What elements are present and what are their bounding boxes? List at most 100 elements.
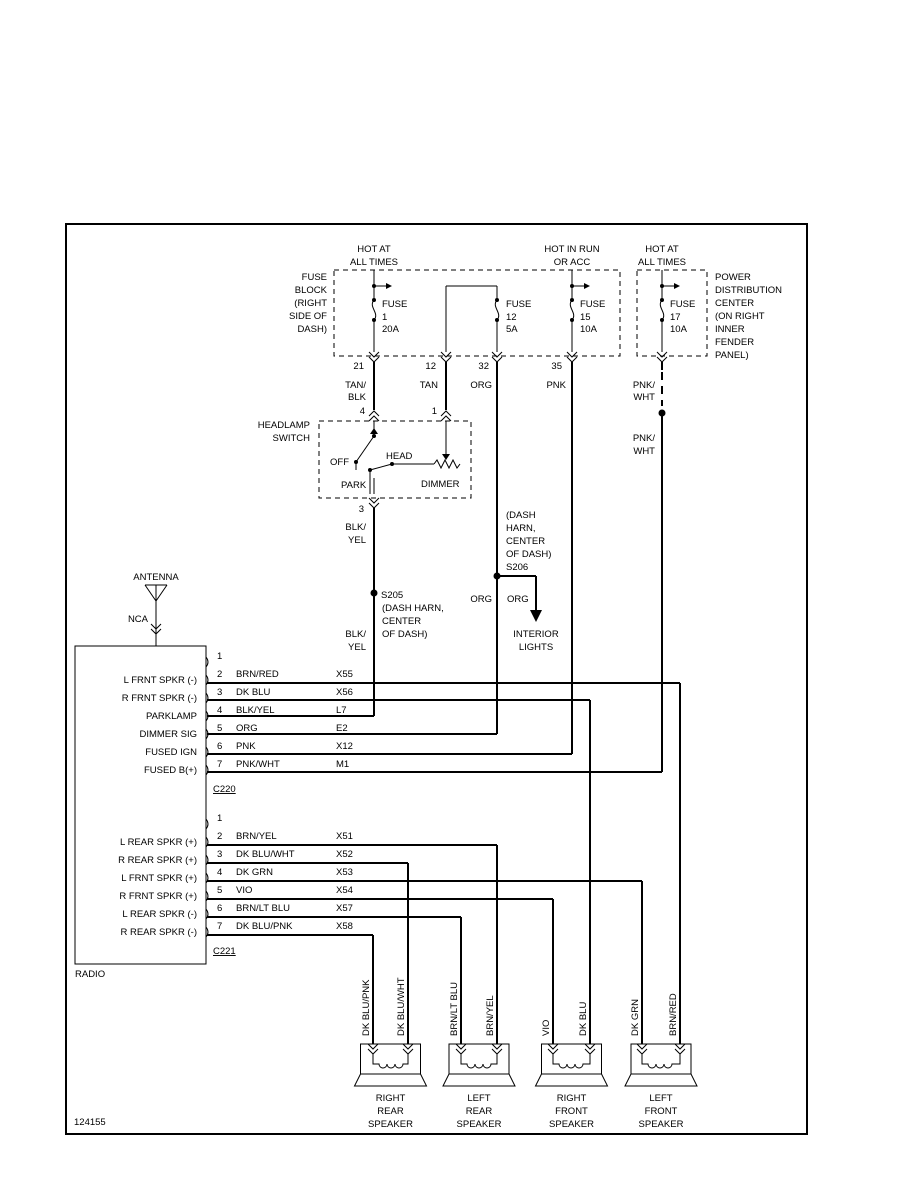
wire-tan-blk-2: BLK: [348, 392, 367, 403]
speaker-1-label-0: LEFT: [467, 1093, 490, 1104]
c220-label: C220: [213, 784, 236, 795]
fuse-12-pin-left: 12: [425, 361, 436, 372]
speaker-2-chevron-b: [584, 1043, 596, 1055]
c220-circuit-7: M1: [336, 759, 349, 770]
c220-func-5: DIMMER SIG: [139, 729, 197, 740]
fuse-12-pin-right: 32: [478, 361, 489, 372]
interior-lights-1: INTERIOR: [513, 629, 559, 640]
c220-func-6: FUSED IGN: [145, 747, 197, 758]
c221-func-3: R REAR SPKR (+): [118, 855, 197, 866]
c221-color-7: DK BLU/PNK: [236, 921, 293, 932]
s205-note-2: OF DASH): [382, 629, 427, 640]
c220-pin-5: 5: [217, 723, 222, 734]
diagram-id: 124155: [74, 1117, 106, 1128]
hot-in-run-label-1: HOT IN RUN: [544, 244, 599, 255]
c220-pin-bracket-3: [205, 692, 209, 704]
c220-pin-bracket-4: [205, 710, 209, 722]
fuse-12-amp: 5A: [506, 324, 518, 335]
c221-pin-bracket-2: [205, 836, 209, 848]
c220-func-2: L FRNT SPKR (-): [124, 675, 197, 686]
s206-note-1: HARN,: [506, 523, 536, 534]
headlamp-out-wire-2: YEL: [348, 535, 366, 546]
c221-circuit-7: X58: [336, 921, 353, 932]
c221-pin-4: 4: [217, 867, 222, 878]
speaker-0-wire-1: DK BLU/WHT: [396, 977, 407, 1036]
c221-circuit-4: X53: [336, 867, 353, 878]
c221-circuit-2: X51: [336, 831, 353, 842]
fuse-12-name: FUSE: [506, 299, 531, 310]
speaker-2-chevron-a: [547, 1043, 559, 1055]
fuse-15-pin: 35: [551, 361, 562, 372]
s205-wire-2: YEL: [348, 642, 366, 653]
c220-func-7: FUSED B(+): [144, 765, 197, 776]
speaker-0-wire-0: DK BLU/PNK: [361, 979, 372, 1036]
hot-at-all-times-label-2: ALL TIMES: [350, 257, 398, 268]
wire-pnk: [207, 362, 573, 755]
fuse-15: [569, 270, 590, 352]
headlamp-pin-4: 4: [360, 406, 365, 417]
fuse-15-num: 15: [580, 312, 591, 323]
speaker-0-cone: [353, 1073, 428, 1087]
speaker-1-coil: [460, 1054, 498, 1069]
c221-func-7: R REAR SPKR (-): [120, 927, 197, 938]
wire-tan-blk-1: TAN/: [345, 380, 366, 391]
speaker-2-wire-1: DK BLU: [578, 1002, 589, 1036]
s206-right-wire: ORG: [507, 594, 529, 605]
speaker-1-chevron-a: [455, 1043, 467, 1055]
fuse-block-label-0: FUSE: [302, 272, 327, 283]
c221-func-4: L FRNT SPKR (+): [121, 873, 197, 884]
nca-label: NCA: [128, 614, 149, 625]
speaker-0-chevron-b: [402, 1043, 414, 1055]
pdc-label-2: CENTER: [715, 298, 754, 309]
c220-func-3: R FRNT SPKR (-): [122, 693, 197, 704]
fuse-1: [371, 270, 392, 352]
fuse-17: [656, 270, 680, 363]
speaker-1-label-2: SPEAKER: [457, 1119, 502, 1130]
s205-wire-1: BLK/: [345, 629, 366, 640]
pdc-label-3: (ON RIGHT: [715, 311, 765, 322]
c221-pin-bracket-4: [205, 872, 209, 884]
c221-circuit-3: X52: [336, 849, 353, 860]
c221-pin-5: 5: [217, 885, 222, 896]
pdc-wire-bottom-1: PNK/: [633, 433, 656, 444]
fuse-1-name: FUSE: [382, 299, 407, 310]
s206-note-3: OF DASH): [506, 549, 551, 560]
s206-id: S206: [506, 562, 528, 573]
s205-id: S205: [381, 590, 403, 601]
diagram-frame: [65, 223, 808, 1135]
pdc-box: [636, 269, 708, 357]
fuse-block-connectors: [368, 351, 578, 363]
fuse-17-name: FUSE: [670, 299, 695, 310]
headlamp-out-wire-1: BLK/: [345, 522, 366, 533]
speaker-wires: [207, 682, 681, 1044]
hot-at-all-times-label-1: HOT AT: [357, 244, 391, 255]
c220-circuit-6: X12: [336, 741, 353, 752]
speaker-1-label-1: REAR: [466, 1106, 493, 1117]
wire-org: [207, 362, 542, 735]
wire-blk-yel: [207, 508, 378, 717]
antenna-label: ANTENNA: [133, 572, 179, 583]
c220-circuit-2: X55: [336, 669, 353, 680]
pdc-wire-top-1: PNK/: [633, 380, 656, 391]
radio-label: RADIO: [75, 969, 105, 980]
speaker-0-chevron-a: [367, 1043, 379, 1055]
c220-pin-1: 1: [217, 651, 222, 662]
c221-circuit-6: X57: [336, 903, 353, 914]
c220-func-4: PARKLAMP: [146, 711, 197, 722]
c221-pin-6: 6: [217, 903, 222, 914]
speaker-3-cone: [624, 1073, 698, 1087]
c221-pin-bracket-1: [205, 818, 209, 830]
speaker-2-label-1: FRONT: [555, 1106, 588, 1117]
c221-pin-bracket-7: [205, 926, 209, 938]
pdc-label-6: PANEL): [715, 350, 749, 361]
c220-circuit-4: L7: [336, 705, 347, 716]
pdc-hot-label-1: HOT AT: [645, 244, 679, 255]
speaker-1-wire-0: BRN/LT BLU: [449, 982, 460, 1036]
